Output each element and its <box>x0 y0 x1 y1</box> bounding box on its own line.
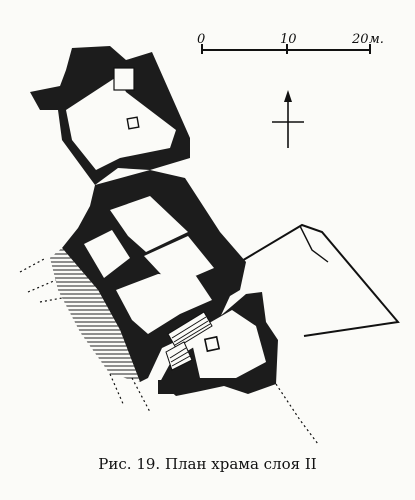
scale-tick-20: 20 <box>351 32 369 47</box>
scale-tick-0: 0 <box>197 32 205 47</box>
excavation-dotted-lines <box>19 257 319 445</box>
room-lower <box>116 274 212 334</box>
entrance-threshold <box>158 380 184 394</box>
platform-hatching <box>50 248 140 382</box>
enclosure-outline <box>239 223 400 337</box>
north-arrow-icon <box>272 90 304 148</box>
rooms <box>66 67 266 378</box>
staircase <box>165 311 213 371</box>
room-top <box>66 76 176 170</box>
room-middle-left <box>84 230 130 278</box>
altar-annex <box>203 335 221 353</box>
figure-caption: Рис. 19. План храма слоя II <box>98 455 317 473</box>
altar-top <box>126 116 140 130</box>
scale-unit: м. <box>369 32 384 47</box>
altar-markers <box>126 116 221 353</box>
room-middle-upper <box>110 196 188 252</box>
scale-bar: 0 10 20 м. <box>197 32 384 54</box>
room-middle-right <box>144 236 214 286</box>
scale-tick-10: 10 <box>280 32 297 47</box>
top-corner-niche <box>113 67 135 91</box>
